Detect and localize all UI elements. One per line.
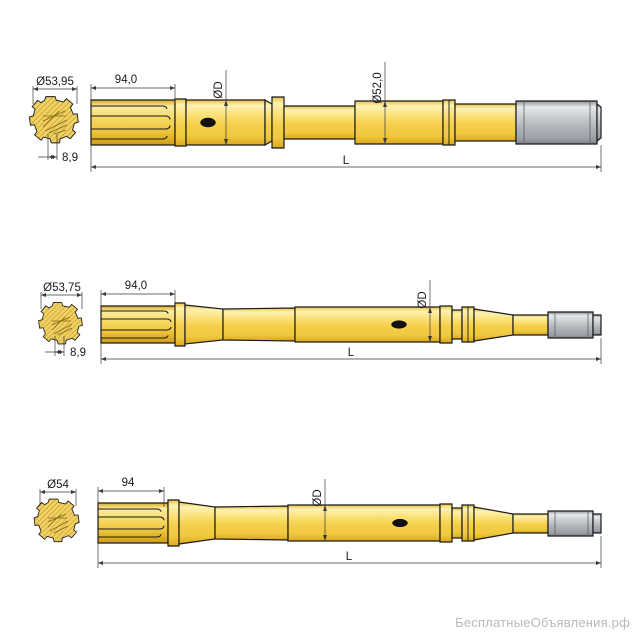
dim-diameter-d-2 — [428, 280, 432, 342]
label-diameter-d-2: ØD — [417, 291, 429, 308]
shaft-body-2 — [100, 302, 602, 347]
step-ring-2 — [439, 305, 453, 344]
dim-total-length-3 — [97, 536, 602, 568]
label-spline-length-1: 94,0 — [115, 74, 137, 86]
label-section-diameter-2: Ø53,75 — [43, 282, 81, 294]
shaft-body-3 — [97, 499, 602, 547]
shaft-mid-3 — [214, 505, 289, 541]
neck-1 — [283, 105, 356, 140]
flushing-hole-2 — [391, 320, 407, 329]
label-section-diameter-3: Ø54 — [47, 479, 69, 491]
steel-chamfer-1 — [596, 102, 602, 143]
dim-spline-length-1 — [90, 84, 176, 104]
drive-ring-1 — [271, 96, 285, 149]
label-tooth-width-1: 8,9 — [62, 152, 78, 164]
dim-section-diameter-2 — [40, 292, 83, 309]
dim-spline-length-3 — [97, 487, 165, 507]
spline-section-1 — [90, 99, 176, 146]
shank-adapter-1: Ø53,95 8,9 — [28, 62, 602, 172]
spline-gear-profile — [38, 302, 83, 345]
shaft-d-section-3 — [287, 504, 441, 542]
label-spline-length-3: 94 — [122, 477, 135, 489]
spline-grooves-3 — [98, 508, 165, 538]
taper-cone-2 — [184, 304, 224, 345]
label-diameter-52-1: Ø52,0 — [372, 72, 384, 103]
neck-narrow-2 — [451, 309, 463, 340]
tail-shaft-3 — [512, 513, 549, 534]
label-tooth-width-2: 8,9 — [70, 347, 86, 359]
cross-section-1 — [28, 96, 79, 144]
dim-tooth-width-1 — [38, 134, 58, 160]
dim-total-length-1 — [90, 145, 602, 172]
dim-diameter-d-3 — [323, 479, 327, 541]
shaft-d-section-2 — [294, 306, 441, 343]
taper-tail-2 — [473, 308, 514, 342]
spline-gear-profile — [33, 498, 80, 543]
step-ring-3 — [439, 503, 453, 543]
tail-shaft-2 — [512, 314, 549, 336]
label-total-length-3: L — [346, 551, 353, 563]
steel-tip-2 — [592, 314, 602, 336]
steel-thread-end-1 — [515, 100, 598, 145]
shank-collar-3 — [167, 499, 180, 547]
cross-section-2 — [38, 302, 83, 345]
tail-shaft-1 — [454, 103, 517, 142]
dim-diameter-52-1 — [383, 62, 387, 144]
cross-section-3 — [33, 498, 80, 543]
steel-thread-end-3 — [547, 510, 594, 537]
shank-adapter-3: Ø54 — [33, 477, 602, 568]
watermark: БесплатныеОбъявления.рф — [455, 615, 630, 630]
flushing-hole-3 — [392, 518, 408, 528]
taper-tail-3 — [473, 506, 514, 541]
spline-gear-profile — [28, 96, 79, 144]
label-total-length-2: L — [348, 347, 355, 359]
shank-collar-2 — [174, 302, 186, 347]
shank-collar-1 — [174, 98, 187, 147]
dim-total-length-2 — [100, 338, 602, 364]
shaft-d-section-1 — [185, 99, 266, 146]
flushing-hole-1 — [200, 117, 216, 128]
label-spline-length-2: 94,0 — [125, 280, 147, 292]
shank-adapter-2: Ø53,75 8,9 — [38, 280, 602, 364]
shaft-body-1 — [90, 96, 602, 149]
dim-section-diameter-3 — [39, 489, 77, 506]
steel-thread-end-2 — [547, 311, 594, 339]
taper-cone-3 — [178, 501, 216, 545]
label-total-length-1: L — [343, 155, 350, 167]
dim-section-diameter-1 — [32, 86, 78, 104]
dim-tooth-width-2 — [45, 336, 65, 356]
taper-1a — [264, 98, 273, 147]
label-diameter-d-3: ØD — [312, 489, 324, 506]
dim-diameter-d-1 — [224, 70, 228, 145]
neck-narrow-3 — [451, 507, 463, 539]
label-diameter-d-1: ØD — [213, 81, 225, 98]
spline-grooves-1 — [91, 105, 171, 140]
dim-spline-length-2 — [100, 290, 176, 310]
shaft-mid-2 — [222, 307, 296, 342]
label-section-diameter-1: Ø53,95 — [36, 76, 74, 88]
steel-tip-3 — [592, 513, 602, 534]
spline-grooves-2 — [101, 310, 172, 339]
barrel-52-1 — [354, 100, 444, 145]
